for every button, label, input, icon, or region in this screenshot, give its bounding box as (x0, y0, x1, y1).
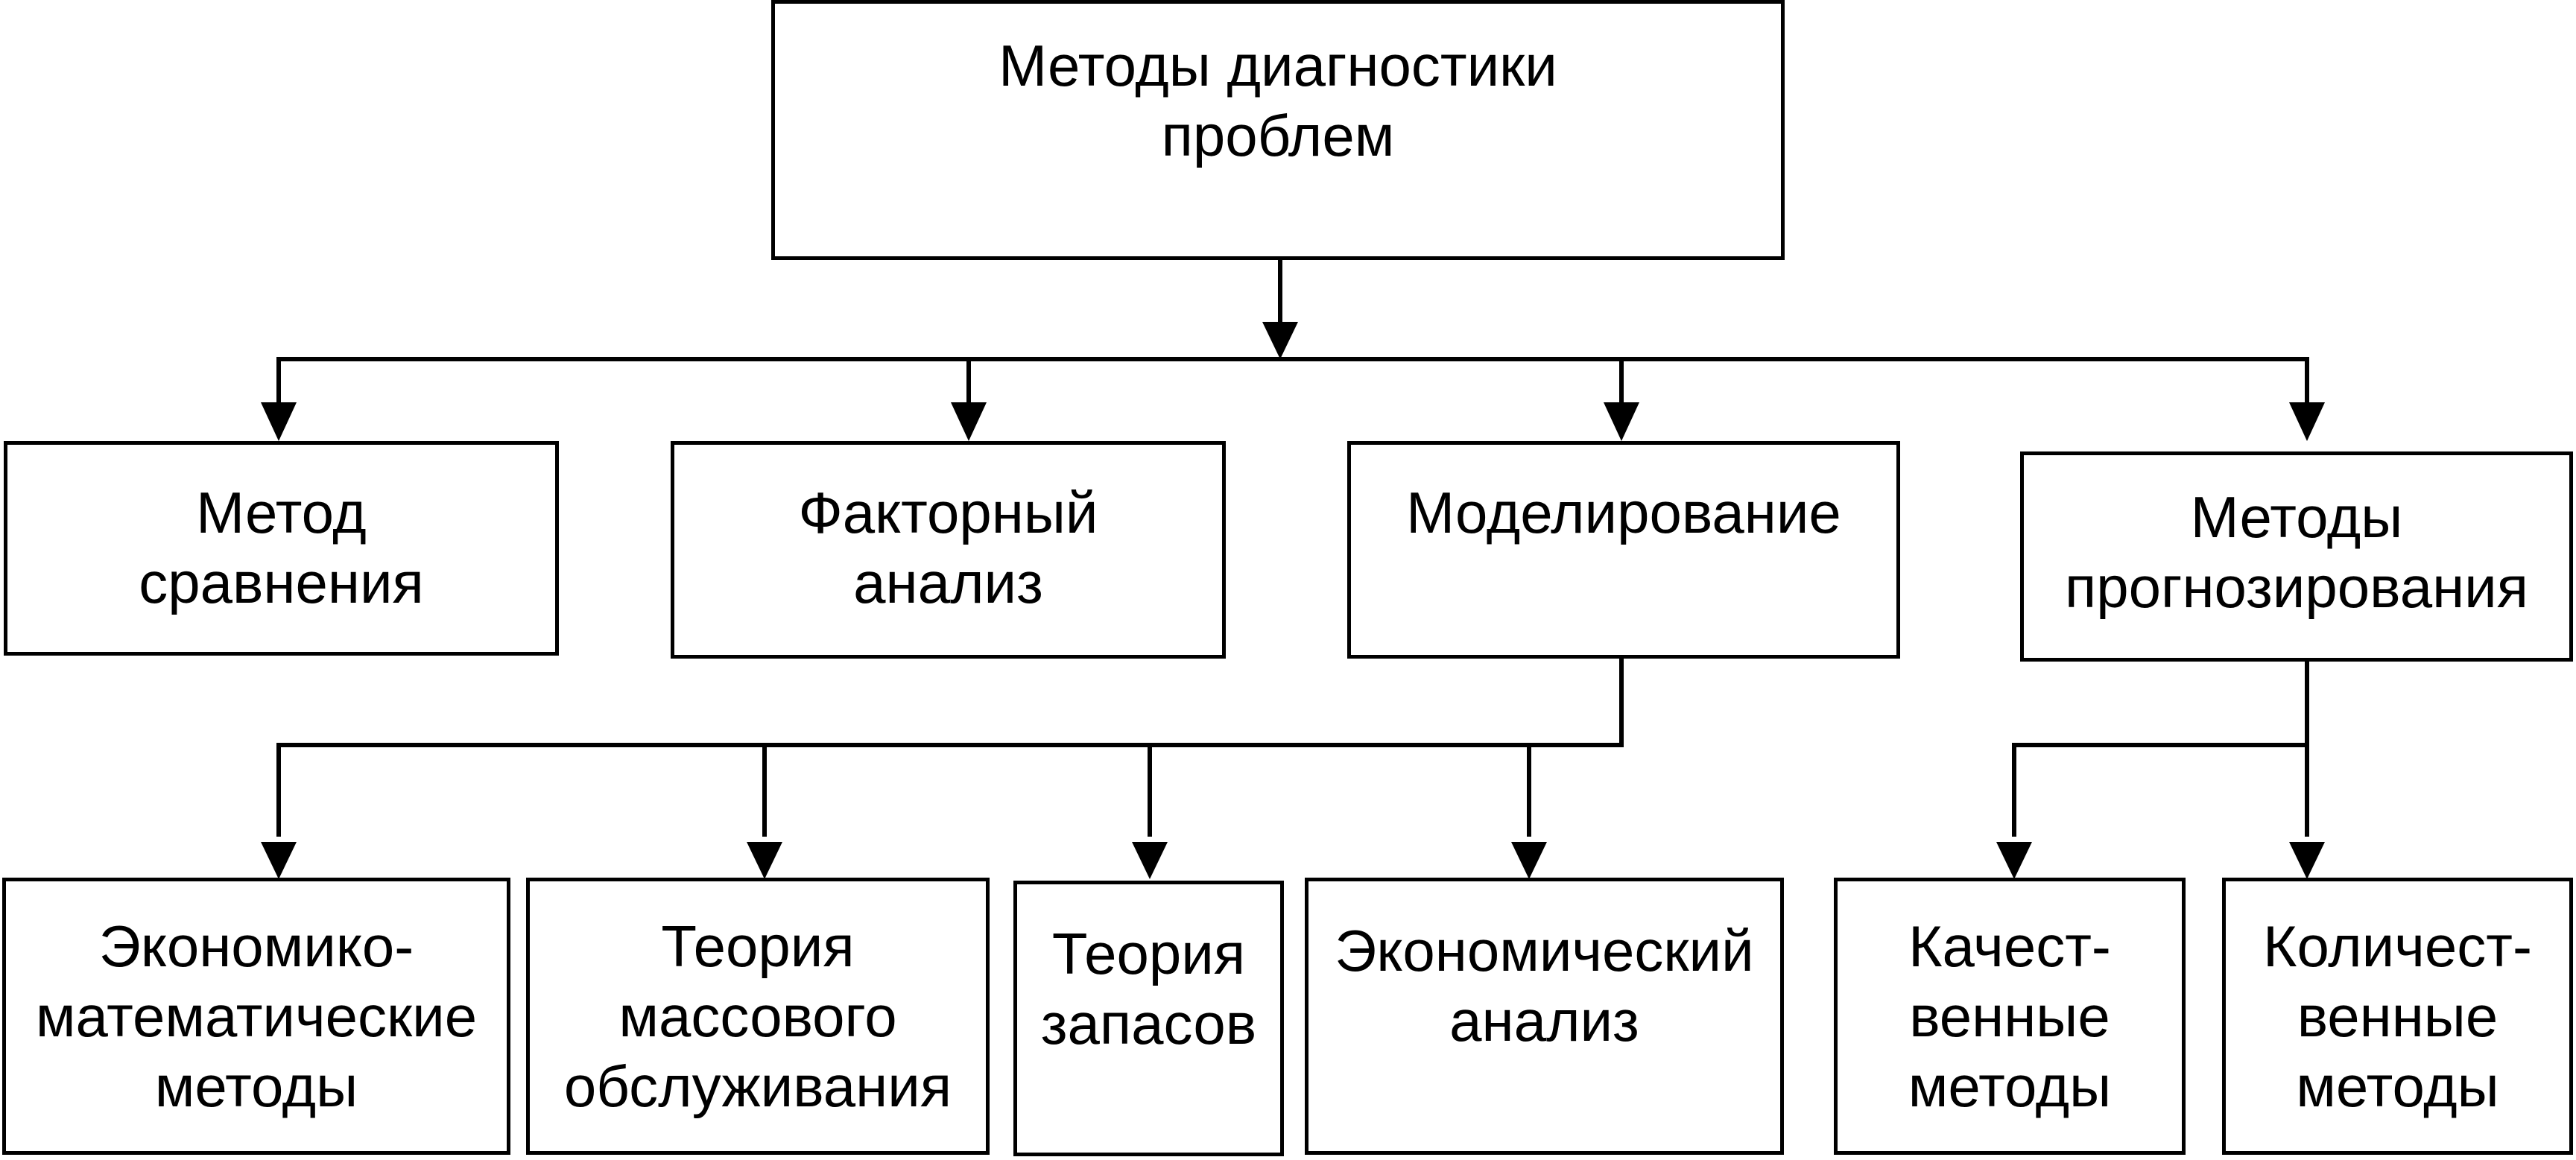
node-forecasting: Методы прогнозирования (2020, 451, 2573, 662)
arrowhead-factor (951, 402, 987, 441)
arrowhead-quantitative (2289, 842, 2325, 879)
node-quantitative-methods-label: Количест- венные методы (2263, 913, 2532, 1119)
root-label: Методы диагностики проблем (999, 33, 1557, 168)
node-qualitative-methods: Качест- венные методы (1834, 878, 2186, 1155)
node-factor-analysis: Факторный анализ (671, 441, 1226, 659)
root-node: Методы диагностики проблем (771, 0, 1785, 260)
arrowhead-econ-analysis (1511, 842, 1547, 879)
arrowhead-to-bus (1262, 322, 1298, 359)
arrowhead-modeling (1604, 402, 1639, 441)
arrowhead-qualitative (1996, 842, 2032, 879)
node-modeling: Моделирование (1347, 441, 1900, 659)
node-comparison: Метод сравнения (4, 441, 559, 656)
node-quantitative-methods: Количест- венные методы (2222, 878, 2573, 1155)
node-inventory-theory-label: Теория запасов (1040, 921, 1257, 1056)
arrowhead-queueing (747, 842, 782, 879)
arrowhead-comparison (261, 402, 297, 441)
node-economic-analysis: Экономический анализ (1305, 878, 1784, 1155)
node-econ-math-methods-label: Экономико- математические методы (35, 913, 478, 1119)
node-economic-analysis-label: Экономический анализ (1335, 918, 1754, 1053)
node-comparison-label: Метод сравнения (139, 480, 424, 615)
arrowhead-inventory (1132, 842, 1168, 879)
arrowhead-econ-math (261, 842, 297, 879)
node-queueing-theory: Теория массового обслуживания (526, 878, 990, 1155)
node-qualitative-methods-label: Качест- венные методы (1908, 913, 2112, 1119)
node-queueing-theory-label: Теория массового обслуживания (563, 913, 952, 1119)
node-inventory-theory: Теория запасов (1013, 881, 1284, 1156)
node-factor-analysis-label: Факторный анализ (798, 480, 1098, 615)
arrowhead-forecasting (2289, 402, 2325, 441)
node-modeling-label: Моделирование (1406, 480, 1841, 545)
node-econ-math-methods: Экономико- математические методы (2, 878, 510, 1155)
node-forecasting-label: Методы прогнозирования (2065, 484, 2528, 620)
